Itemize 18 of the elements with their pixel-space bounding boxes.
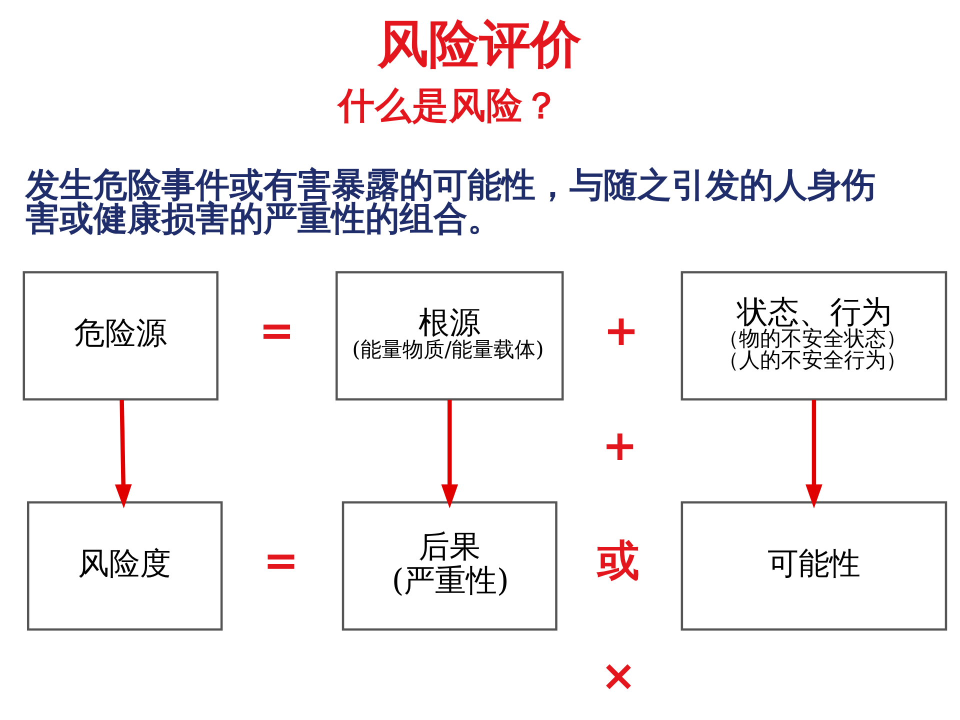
label: 发生危险事件或有害暴露的可能性，与随之引发的人身伤害或健康损害的严重性的组合。 bbox=[25, 164, 876, 238]
diagram-title: 风险评价 bbox=[378, 14, 582, 74]
node-box: 后果 (严重性) bbox=[342, 500, 558, 630]
arrow bbox=[441, 399, 458, 508]
label: = bbox=[263, 536, 299, 585]
arrow bbox=[114, 399, 132, 508]
arrow bbox=[806, 399, 822, 508]
node-box: 状态、行为 （物的不安全状态） （人的不安全行为） bbox=[680, 270, 948, 400]
label: + bbox=[602, 420, 638, 470]
node-box: 风险度 bbox=[27, 500, 223, 630]
node-box: 根源 (能量物质/能量载体) bbox=[336, 270, 564, 400]
label: 什么是风险？ bbox=[338, 84, 560, 127]
label: + bbox=[604, 305, 640, 354]
label: = bbox=[259, 305, 295, 354]
label: × bbox=[600, 650, 636, 700]
node-box: 危险源 bbox=[22, 270, 218, 400]
label: 或 bbox=[597, 536, 640, 585]
node-box: 可能性 bbox=[680, 500, 948, 630]
